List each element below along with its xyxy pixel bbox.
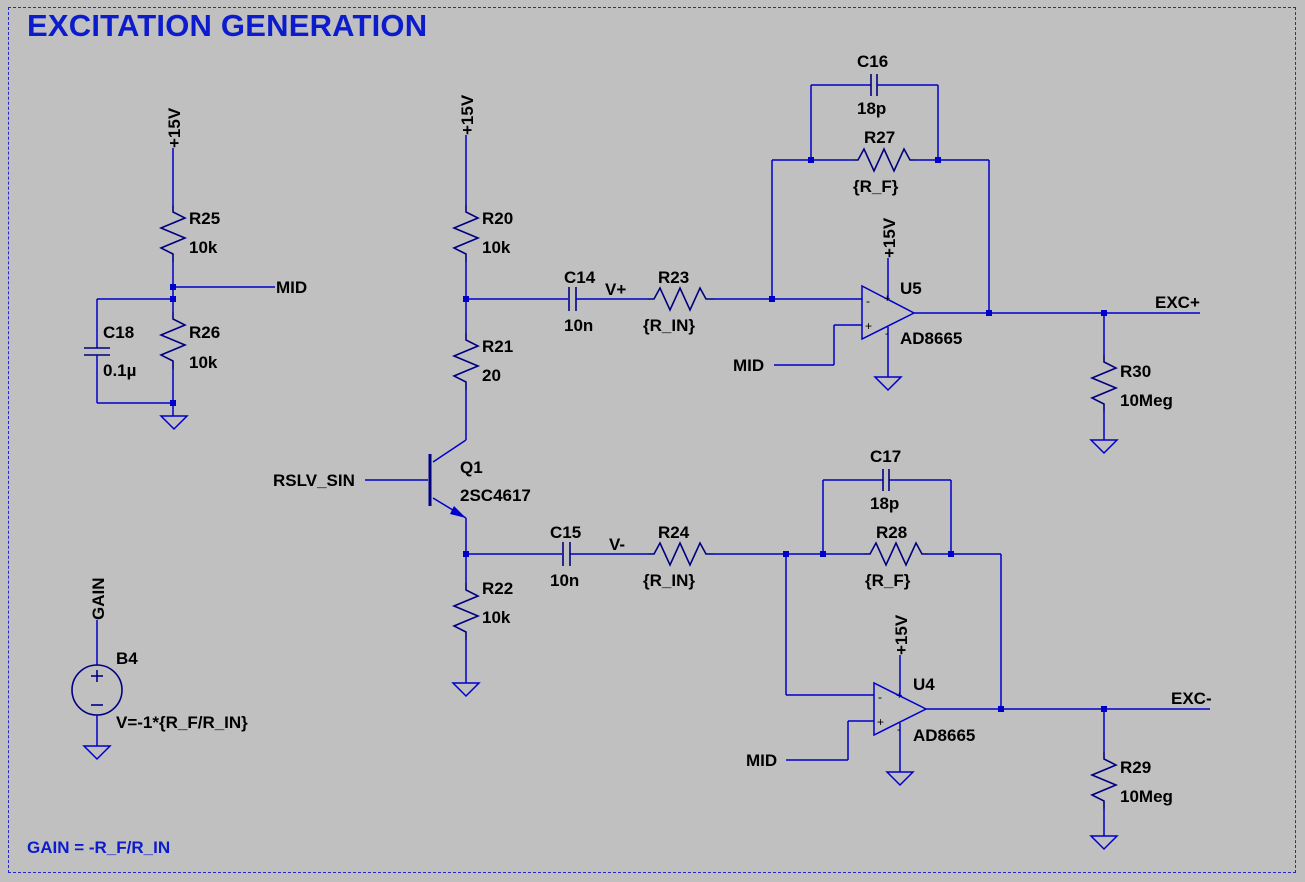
component-value: 10k xyxy=(189,238,218,257)
component-value: 0.1µ xyxy=(103,361,136,380)
net-label-mid: MID xyxy=(746,751,777,770)
component-name: R20 xyxy=(482,209,513,228)
component-name: C16 xyxy=(857,52,888,71)
component-name: R26 xyxy=(189,323,220,342)
component-name: R22 xyxy=(482,579,513,598)
sheet-title: EXCITATION GENERATION xyxy=(27,8,428,43)
component-value: 10Meg xyxy=(1120,787,1173,806)
supply-label: +15V xyxy=(458,94,477,135)
R21-symbol[interactable] xyxy=(451,333,481,390)
divider-section xyxy=(84,148,275,431)
component-name: C18 xyxy=(103,323,134,342)
component-name: U5 xyxy=(900,279,922,298)
component-value: 18p xyxy=(870,494,899,513)
component-name: C15 xyxy=(550,523,581,542)
opamp-pin-minus: - xyxy=(866,294,870,308)
opamp-pin-plus: + xyxy=(884,293,890,305)
net-label-v-minus: V- xyxy=(609,535,625,554)
Q1-emitter-arrow xyxy=(450,506,466,518)
supply-label: +15V xyxy=(880,217,899,258)
component-name: R30 xyxy=(1120,362,1151,381)
component-value: 2SC4617 xyxy=(460,486,531,505)
component-value: AD8665 xyxy=(900,329,962,348)
component-value: 10n xyxy=(550,571,579,590)
R20-symbol[interactable] xyxy=(451,205,481,262)
component-value: 10k xyxy=(189,353,218,372)
component-name: C14 xyxy=(564,268,596,287)
component-value: {R_IN} xyxy=(643,316,695,335)
labels: +15V +15V +15V +15V GAIN MID MID MID RSL… xyxy=(89,52,1212,806)
component-name: R25 xyxy=(189,209,220,228)
net-label-rslv-sin: RSLV_SIN xyxy=(273,471,355,490)
net-label-exc-plus: EXC+ xyxy=(1155,293,1200,312)
ground-symbol xyxy=(885,771,915,787)
opamp-pin-minus: - xyxy=(878,690,882,704)
component-name: B4 xyxy=(116,649,138,668)
component-name: R24 xyxy=(658,523,690,542)
component-name: R27 xyxy=(864,128,895,147)
component-value: AD8665 xyxy=(913,726,975,745)
net-label-gain: GAIN xyxy=(89,578,108,621)
transistor-section xyxy=(365,135,481,698)
U4-opamp[interactable] xyxy=(873,681,928,737)
component-value: 10n xyxy=(564,316,593,335)
component-value: 10k xyxy=(482,608,511,627)
component-value: {R_IN} xyxy=(643,571,695,590)
component-name: R23 xyxy=(658,268,689,287)
opamp-pin-minus: - xyxy=(897,724,901,736)
component-value: 10Meg xyxy=(1120,391,1173,410)
component-value: 18p xyxy=(857,99,886,118)
supply-label: +15V xyxy=(165,107,184,148)
R27-symbol[interactable] xyxy=(852,147,916,173)
component-value: 10k xyxy=(482,238,511,257)
component-name: R28 xyxy=(876,523,907,542)
U5-opamp[interactable] xyxy=(861,284,916,341)
ground-symbol xyxy=(873,376,903,392)
net-label-mid: MID xyxy=(276,278,307,297)
upper-channel xyxy=(466,74,1200,455)
ground-symbol xyxy=(1089,439,1119,455)
ground-symbol xyxy=(82,745,112,761)
component-value: {R_F} xyxy=(853,177,899,196)
R25-symbol[interactable] xyxy=(158,205,188,262)
ground-symbol xyxy=(451,682,481,698)
gain-source xyxy=(71,620,123,761)
R29-symbol[interactable] xyxy=(1089,752,1119,809)
net-label-v-plus: V+ xyxy=(605,280,626,299)
lower-channel xyxy=(466,469,1210,851)
R28-symbol[interactable] xyxy=(864,541,928,567)
component-value: {R_F} xyxy=(865,571,911,590)
component-name: R29 xyxy=(1120,758,1151,777)
ground-symbol xyxy=(159,415,189,431)
supply-label: +15V xyxy=(892,614,911,655)
R26-symbol[interactable] xyxy=(158,312,188,369)
component-name: R21 xyxy=(482,337,513,356)
component-value: 20 xyxy=(482,366,501,385)
gain-note: GAIN = -R_F/R_IN xyxy=(27,838,171,857)
R24-symbol[interactable] xyxy=(648,541,714,567)
component-name: Q1 xyxy=(460,458,483,477)
R30-symbol[interactable] xyxy=(1089,355,1119,412)
R23-symbol[interactable] xyxy=(648,286,714,312)
net-label-mid: MID xyxy=(733,356,764,375)
opamp-pin-plus: + xyxy=(896,690,902,702)
opamp-pin-plus: + xyxy=(877,715,884,729)
component-name: U4 xyxy=(913,675,935,694)
opamp-pin-plus: + xyxy=(865,319,872,333)
component-name: C17 xyxy=(870,447,901,466)
component-value: V=-1*{R_F/R_IN} xyxy=(116,713,248,732)
R22-symbol[interactable] xyxy=(451,583,481,640)
ground-symbol xyxy=(1089,835,1119,851)
net-label-exc-minus: EXC- xyxy=(1171,689,1212,708)
opamp-pin-minus: - xyxy=(885,328,889,340)
